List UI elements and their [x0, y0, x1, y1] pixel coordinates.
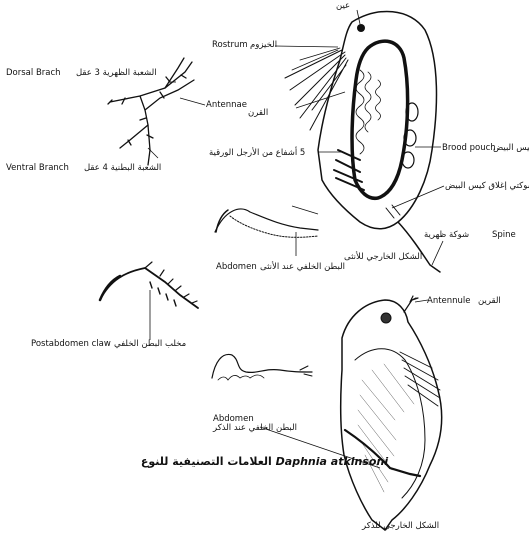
label-ventral-ar: الشعبة البطنية 4 عقل	[84, 163, 161, 173]
eye-dot	[357, 24, 365, 32]
male-abdomen-drawing	[212, 354, 312, 380]
caption-text: العلامات التصنيفية للنوع	[141, 455, 272, 468]
female-abdomen-drawing	[215, 209, 318, 237]
label-dorsal-ar: الشعبة الظهرية 3 عقل	[76, 68, 157, 78]
female-daphnia-drawing	[285, 12, 440, 272]
label-brood-closure-ar: شوكتي إغلاق كيس البيض	[445, 181, 529, 191]
label-abdomen-female-en: Abdomen	[216, 262, 257, 272]
label-female-outline-ar: الشكل الخارجي للأنثى	[344, 252, 422, 262]
label-spine-ar: شوكة ظهرية	[424, 230, 469, 240]
label-rostrum-en: Rostrum	[212, 40, 248, 50]
label-male-outline-ar: الشكل الخارجي للذكر	[362, 521, 439, 531]
label-dorsal-en: Dorsal Brach	[6, 68, 61, 78]
label-antennule-ar: القرين	[478, 296, 501, 306]
egg	[402, 152, 414, 168]
male-daphnia-drawing	[341, 296, 442, 530]
label-rostrum-ar: الخيزوم	[250, 40, 277, 50]
caption-species: Daphnia atkinsoni	[276, 455, 388, 468]
label-postabdomen-claw-ar: مخلب البطن الخلفي	[114, 339, 186, 349]
label-antennule-en: Antennule	[427, 296, 471, 306]
label-abdomen-female-ar: البطن الخلفي عند الأنثى	[260, 262, 345, 272]
label-postabdomen-claw-en: Postabdomen claw	[31, 339, 111, 349]
label-abdomen-male-ar: البطن الخلفي عند الذكر	[213, 423, 297, 433]
label-ventral-en: Ventral Branch	[6, 163, 69, 173]
label-antennae-ar: القرن	[248, 108, 268, 118]
label-eye: عين	[336, 1, 350, 11]
label-legs-ar: 5 أشفاع من الأرجل الورقية	[209, 148, 305, 158]
label-antennae-en: Antennae	[206, 100, 247, 110]
figure-caption: العلامات التصنيفية للنوع Daphnia atkinso…	[0, 455, 529, 468]
label-brood-pouch-ar: كيس البيض	[493, 143, 529, 153]
label-brood-pouch-en: Brood pouch	[442, 143, 496, 153]
male-eye	[381, 313, 391, 323]
leader-lines	[148, 10, 444, 468]
label-spine-en: Spine	[492, 230, 516, 240]
postabdomen-claw-drawing	[100, 262, 198, 308]
